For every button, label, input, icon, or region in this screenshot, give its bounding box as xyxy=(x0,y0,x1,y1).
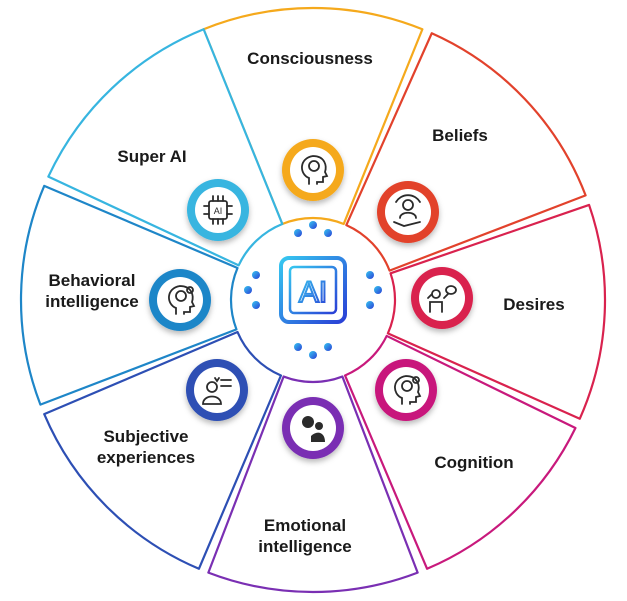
person-thought-icon xyxy=(411,267,473,329)
ai-chip-icon: AI xyxy=(244,221,382,359)
head-gears-icon xyxy=(375,359,437,421)
head-brain-icon xyxy=(282,139,344,201)
segment-outline xyxy=(386,203,607,420)
ai-chip-icon: AI xyxy=(187,179,249,241)
head-cogs-icon xyxy=(149,269,211,331)
segment-outline xyxy=(207,375,419,594)
segments-layer: ConsciousnessBeliefsDesiresCognitionEmot… xyxy=(19,6,607,594)
segment-cognition: Cognition xyxy=(343,334,577,570)
label-super-ai: Super AI xyxy=(117,147,186,166)
label-consciousness: Consciousness xyxy=(247,49,373,68)
segment-outline xyxy=(202,6,424,226)
center-ai-chip: AI xyxy=(244,221,382,359)
person-checklist-icon xyxy=(186,359,248,421)
hand-person-icon xyxy=(377,181,439,243)
segment-desires: Desires xyxy=(386,203,607,420)
chip-label: AI xyxy=(299,276,327,309)
label-cognition: Cognition xyxy=(434,453,513,472)
label-beliefs: Beliefs xyxy=(432,126,488,145)
segment-consciousness: Consciousness xyxy=(202,6,424,226)
svg-text:AI: AI xyxy=(214,206,223,216)
segment-outline xyxy=(19,184,239,406)
segment-super-ai: AI Super AI xyxy=(47,28,284,267)
label-desires: Desires xyxy=(503,295,564,314)
segment-beliefs: Beliefs xyxy=(345,32,587,272)
emotion-gears-icon xyxy=(282,397,344,459)
